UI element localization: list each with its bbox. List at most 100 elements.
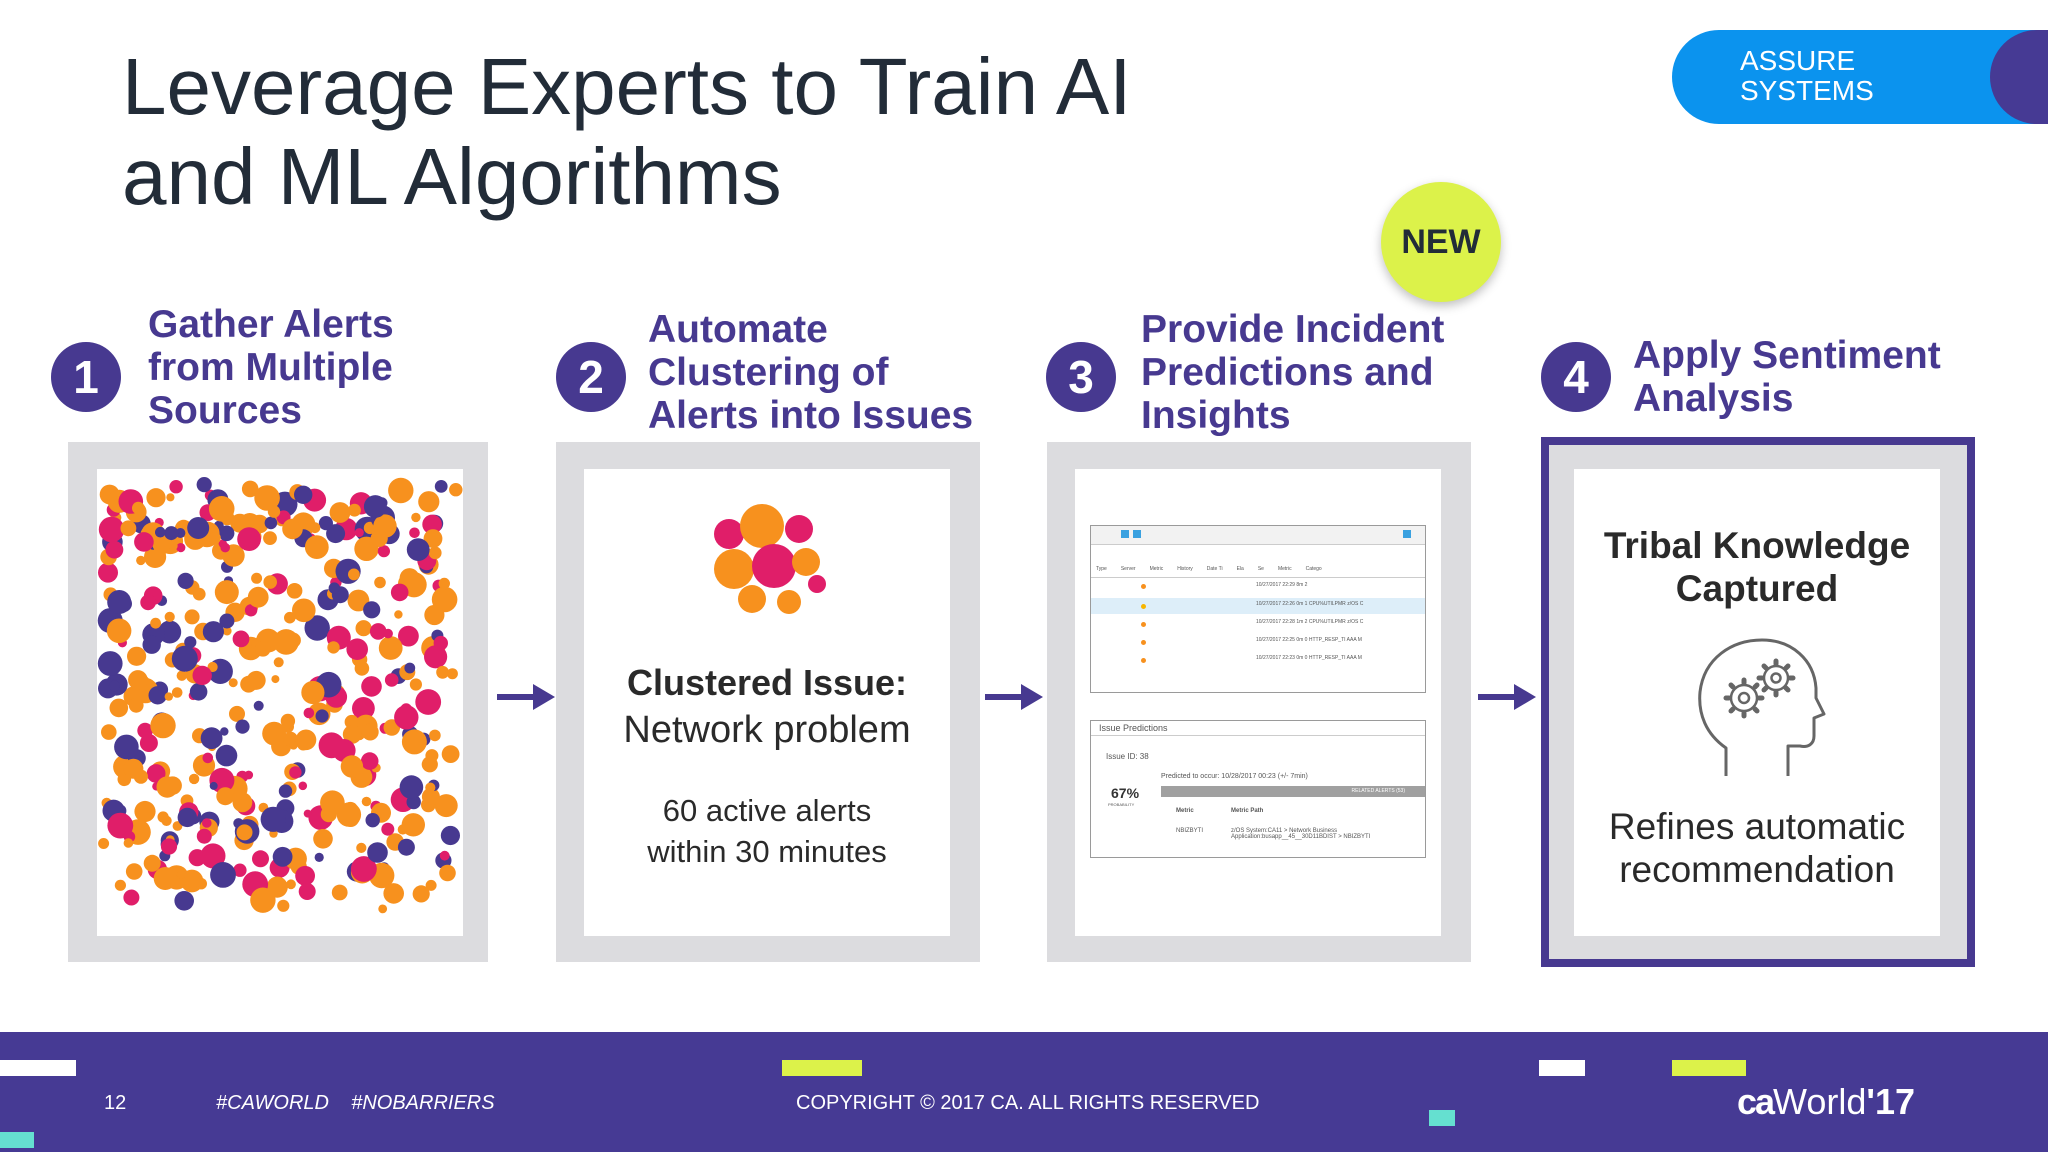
alert-dot bbox=[361, 676, 382, 697]
cluster-detail-line: 60 active alerts bbox=[662, 793, 872, 828]
table-header-cell: Type bbox=[1096, 566, 1107, 572]
alert-dot bbox=[208, 531, 221, 545]
alert-dot bbox=[146, 764, 166, 783]
title-line-2: and ML Algorithms bbox=[122, 132, 782, 221]
probability-label: PROBABILITY bbox=[1108, 802, 1135, 807]
alert-dot bbox=[229, 705, 245, 722]
alert-dot bbox=[146, 488, 166, 508]
alert-dot bbox=[134, 532, 154, 552]
table-header-cell: Server bbox=[1120, 566, 1136, 572]
step-2-title-line: Clustering of bbox=[648, 351, 889, 394]
alert-dot bbox=[251, 572, 263, 584]
alert-dot bbox=[301, 680, 325, 705]
table-cell: 2 bbox=[1304, 619, 1308, 625]
alert-dot bbox=[208, 496, 235, 522]
alert-dot bbox=[187, 517, 210, 539]
alert-dot bbox=[127, 646, 147, 666]
step-4-title: Apply Sentiment Analysis bbox=[1633, 334, 1941, 420]
predicted-time: Predicted to occur: 10/28/2017 00:23 (+/… bbox=[1161, 773, 1308, 780]
alert-dot bbox=[139, 734, 158, 752]
alert-dot bbox=[97, 651, 123, 676]
alert-dot bbox=[155, 526, 166, 538]
alert-dot bbox=[361, 723, 379, 741]
alert-dot bbox=[207, 661, 218, 673]
tribal-caption-line: recommendation bbox=[1619, 849, 1895, 890]
alert-dot bbox=[424, 645, 448, 669]
table-row[interactable]: 10/27/2017 22:25 0m 0 HTTP_RESP_TI AAA M bbox=[1256, 637, 1426, 643]
alert-dot bbox=[200, 727, 223, 750]
alert-dot bbox=[244, 604, 258, 617]
selected-row-highlight bbox=[1091, 598, 1425, 614]
alert-dot bbox=[289, 766, 302, 779]
severity-dot bbox=[1141, 640, 1146, 645]
alert-dot bbox=[235, 719, 250, 734]
table-row[interactable]: 10/27/2017 22:23 0m 0 HTTP_RESP_TI AAA M bbox=[1256, 655, 1426, 661]
alert-dot bbox=[200, 843, 226, 869]
step-3-title-line: Provide Incident bbox=[1141, 308, 1445, 351]
table-row[interactable]: 10/27/2017 22:26 0m 1 CPU%UTILPMR z/OS C bbox=[1256, 601, 1426, 607]
step-3-title-line: Insights bbox=[1141, 394, 1291, 437]
related-alerts-bar[interactable]: RELATED ALERTS (53) bbox=[1161, 786, 1425, 797]
alert-dot bbox=[98, 516, 125, 543]
alert-dot bbox=[304, 615, 330, 641]
alert-dot bbox=[412, 885, 430, 903]
alert-dot bbox=[438, 577, 450, 590]
alert-dot bbox=[280, 713, 296, 729]
metric-header: Metric bbox=[1176, 808, 1194, 814]
step-2-title: Automate Clustering of Alerts into Issue… bbox=[648, 308, 973, 437]
logo-year: '17 bbox=[1866, 1081, 1916, 1122]
alert-dot bbox=[220, 727, 229, 736]
badge-label: ASSURE SYSTEMS bbox=[1740, 46, 1960, 106]
metric-path-value: z/OS System:CA11 > Network Business Appl… bbox=[1231, 828, 1370, 840]
alert-dot bbox=[157, 811, 169, 823]
step-2-number-text: 2 bbox=[578, 351, 604, 403]
alert-dot bbox=[192, 665, 212, 686]
step-1-title-line: from Multiple bbox=[148, 346, 393, 389]
alert-dot bbox=[105, 540, 124, 559]
alert-dot bbox=[237, 527, 261, 551]
alert-dot bbox=[142, 635, 161, 654]
alert-dot bbox=[254, 485, 280, 511]
metric-path-header: Metric Path bbox=[1231, 808, 1264, 814]
table-header-cell: Catego bbox=[1305, 566, 1322, 572]
alert-dot bbox=[365, 813, 380, 828]
alert-dot bbox=[304, 535, 329, 559]
table-row[interactable]: 10/27/2017 22:28 1m 2 CPU%UTILPMR z/OS C bbox=[1256, 619, 1426, 625]
step-4-title-line: Analysis bbox=[1633, 377, 1794, 420]
page-number: 12 bbox=[104, 1092, 127, 1114]
alert-dot bbox=[189, 683, 208, 701]
alert-dot bbox=[188, 773, 200, 785]
table-cell: HTTP_RESP_TI bbox=[1308, 637, 1346, 643]
table-cell: 0 bbox=[1304, 655, 1308, 661]
table-cell: 1 bbox=[1304, 601, 1308, 607]
alert-dot bbox=[440, 825, 460, 846]
alert-dot bbox=[424, 604, 445, 626]
alert-dot bbox=[160, 838, 178, 855]
step-2-title-line: Automate bbox=[648, 308, 828, 351]
alert-dot bbox=[177, 572, 194, 589]
panel-clustered-issue-inner: Clustered Issue: Network problem 60 acti… bbox=[584, 469, 950, 936]
alert-dot bbox=[298, 883, 316, 900]
head-gears-icon bbox=[1698, 638, 1826, 776]
card-divider bbox=[1091, 735, 1425, 736]
alert-dot bbox=[278, 784, 293, 798]
step-2-number: 2 bbox=[556, 342, 626, 412]
alert-dot bbox=[394, 610, 403, 619]
alert-dot bbox=[374, 576, 386, 589]
alert-dot bbox=[350, 856, 377, 882]
alert-dot bbox=[166, 493, 175, 502]
alert-dot bbox=[202, 621, 224, 643]
alert-dot bbox=[263, 531, 277, 545]
issue-predictions-card: Issue Predictions Issue ID: 38 Predicted… bbox=[1090, 720, 1426, 858]
table-cell: CPU%UTILPMR bbox=[1308, 619, 1346, 625]
alert-dot bbox=[168, 541, 178, 551]
table-row[interactable]: 10/27/2017 22:29 8m 2 bbox=[1256, 582, 1406, 588]
alert-dot bbox=[422, 514, 442, 535]
alert-dot bbox=[156, 776, 178, 798]
alert-dot bbox=[320, 790, 345, 815]
alert-dot bbox=[216, 787, 235, 806]
alert-dot bbox=[428, 546, 442, 560]
alert-dot bbox=[123, 889, 140, 906]
table-cell: z/OS C bbox=[1347, 601, 1364, 607]
alert-dot bbox=[218, 525, 235, 542]
